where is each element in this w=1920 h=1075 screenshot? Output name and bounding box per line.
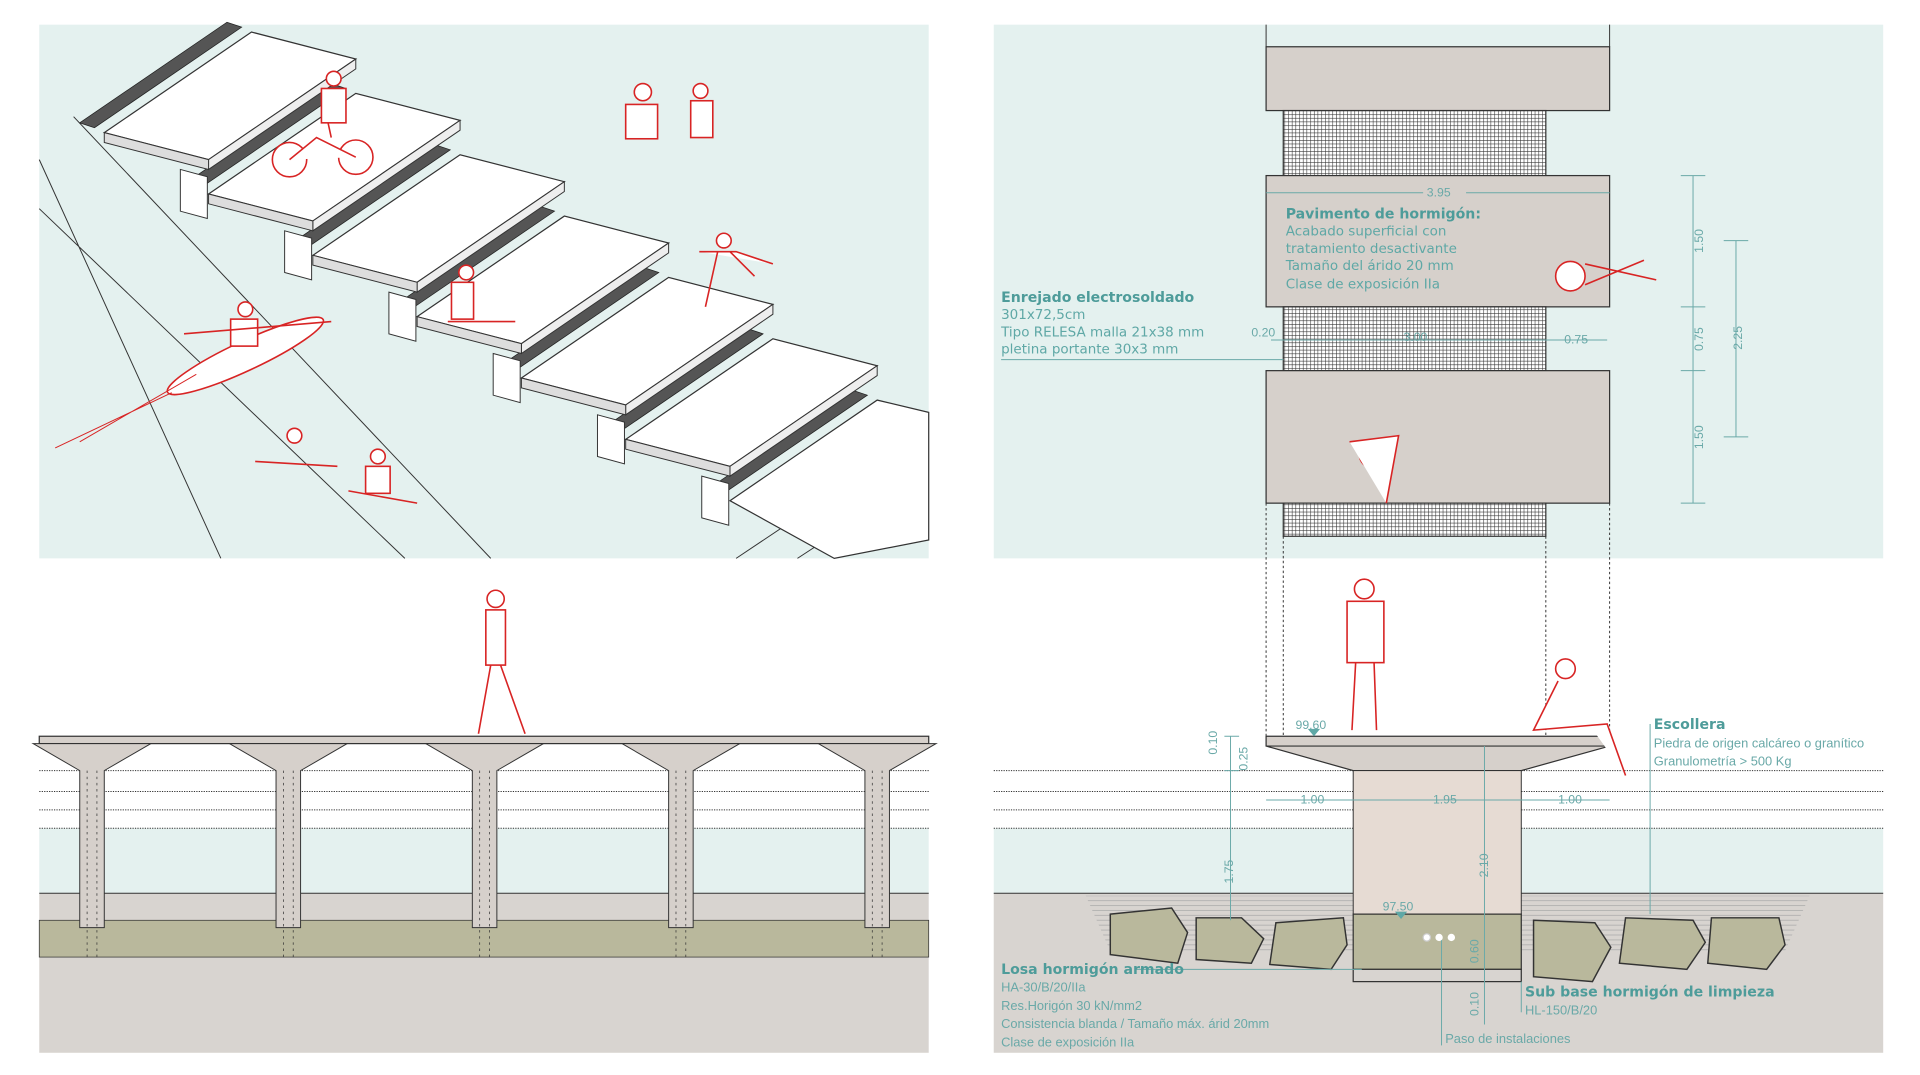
dim-1-50: 1.50 [1692,229,1706,253]
rock-boulders [1109,907,1786,983]
losa-title: Losa hormigón armado [1001,962,1184,978]
plan-view: 3.95 Pavimento de hormigón: Acabado supe… [993,24,1884,737]
enrejado-line: pletina portante 30x3 mm [1001,341,1178,357]
dim-0-60: 0.60 [1467,939,1481,963]
sitting-edge-figure [1532,658,1627,776]
level-97-50: 97.50 [1383,899,1414,913]
axonometric-view [38,21,930,560]
dim-3-00: 3.00 [1404,330,1428,344]
escollera-title: Escollera [1654,717,1726,733]
dim-2-10: 2.10 [1477,853,1491,877]
dim-2-25: 2.25 [1731,326,1745,350]
pavimento-line: Clase de exposición IIa [1286,276,1440,292]
subbase-title: Sub base hormigón de limpieza [1525,984,1775,1000]
escollera-line: Piedra de origen calcáreo o granítico [1654,735,1864,750]
longitudinal-section [32,589,937,1053]
dim-1-00: 1.00 [1558,793,1582,807]
paso-instalaciones-label: Paso de instalaciones [1445,1031,1570,1046]
dim-1-75: 1.75 [1222,859,1236,883]
dim-1-50: 1.50 [1692,425,1706,449]
pavimento-line: Tamaño del árido 20 mm [1285,258,1454,274]
cross-section: 99.60 0.10 0.25 1.75 1.00 1.95 1.00 2.10… [993,578,1884,1053]
losa-line: Clase de exposición IIa [1001,1035,1135,1050]
escollera-line: Granulometría > 500 Kg [1654,754,1792,769]
cyclist-figure [271,70,374,178]
dim-1-95: 1.95 [1433,793,1457,807]
kayaker-figure [166,301,332,396]
pavimento-line: tratamiento desactivante [1286,241,1457,257]
losa-line: HA-30/B/20/IIa [1001,979,1086,994]
pavimento-title: Pavimento de hormigón: [1286,207,1481,223]
enrejado-line: 301x72,5cm [1001,307,1085,323]
enrejado-line: Tipo RELESA malla 21x38 mm [1000,324,1204,340]
standing-figure [1346,578,1385,731]
stretching-figure [699,232,774,308]
swimmer-figures [255,82,714,504]
losa-line: Consistencia blanda / Tamaño máx. árid 2… [1001,1016,1269,1031]
pavimento-line: Acabado superficial con [1286,224,1447,240]
dim-0-10: 0.10 [1206,731,1220,755]
concrete-slabs [103,31,930,560]
enrejado-title: Enrejado electrosoldado [1001,290,1194,306]
plan-figures [1349,259,1657,504]
losa-line: Res.Horigón 30 kN/mm2 [1001,998,1142,1013]
dim-0-10: 0.10 [1467,992,1481,1016]
sitting-figure [447,264,516,323]
dim-0-20: 0.20 [1251,325,1275,339]
dim-0-75: 0.75 [1564,333,1588,347]
level-99-60: 99.60 [1296,718,1327,732]
dim-0-75: 0.75 [1692,327,1706,351]
walking-figure [477,589,526,735]
dim-1-00: 1.00 [1300,793,1324,807]
dim-0-25: 0.25 [1237,747,1251,771]
subbase-line: HL-150/B/20 [1525,1003,1597,1018]
dim-3-95: 3.95 [1427,185,1451,199]
people-figures [54,70,774,504]
